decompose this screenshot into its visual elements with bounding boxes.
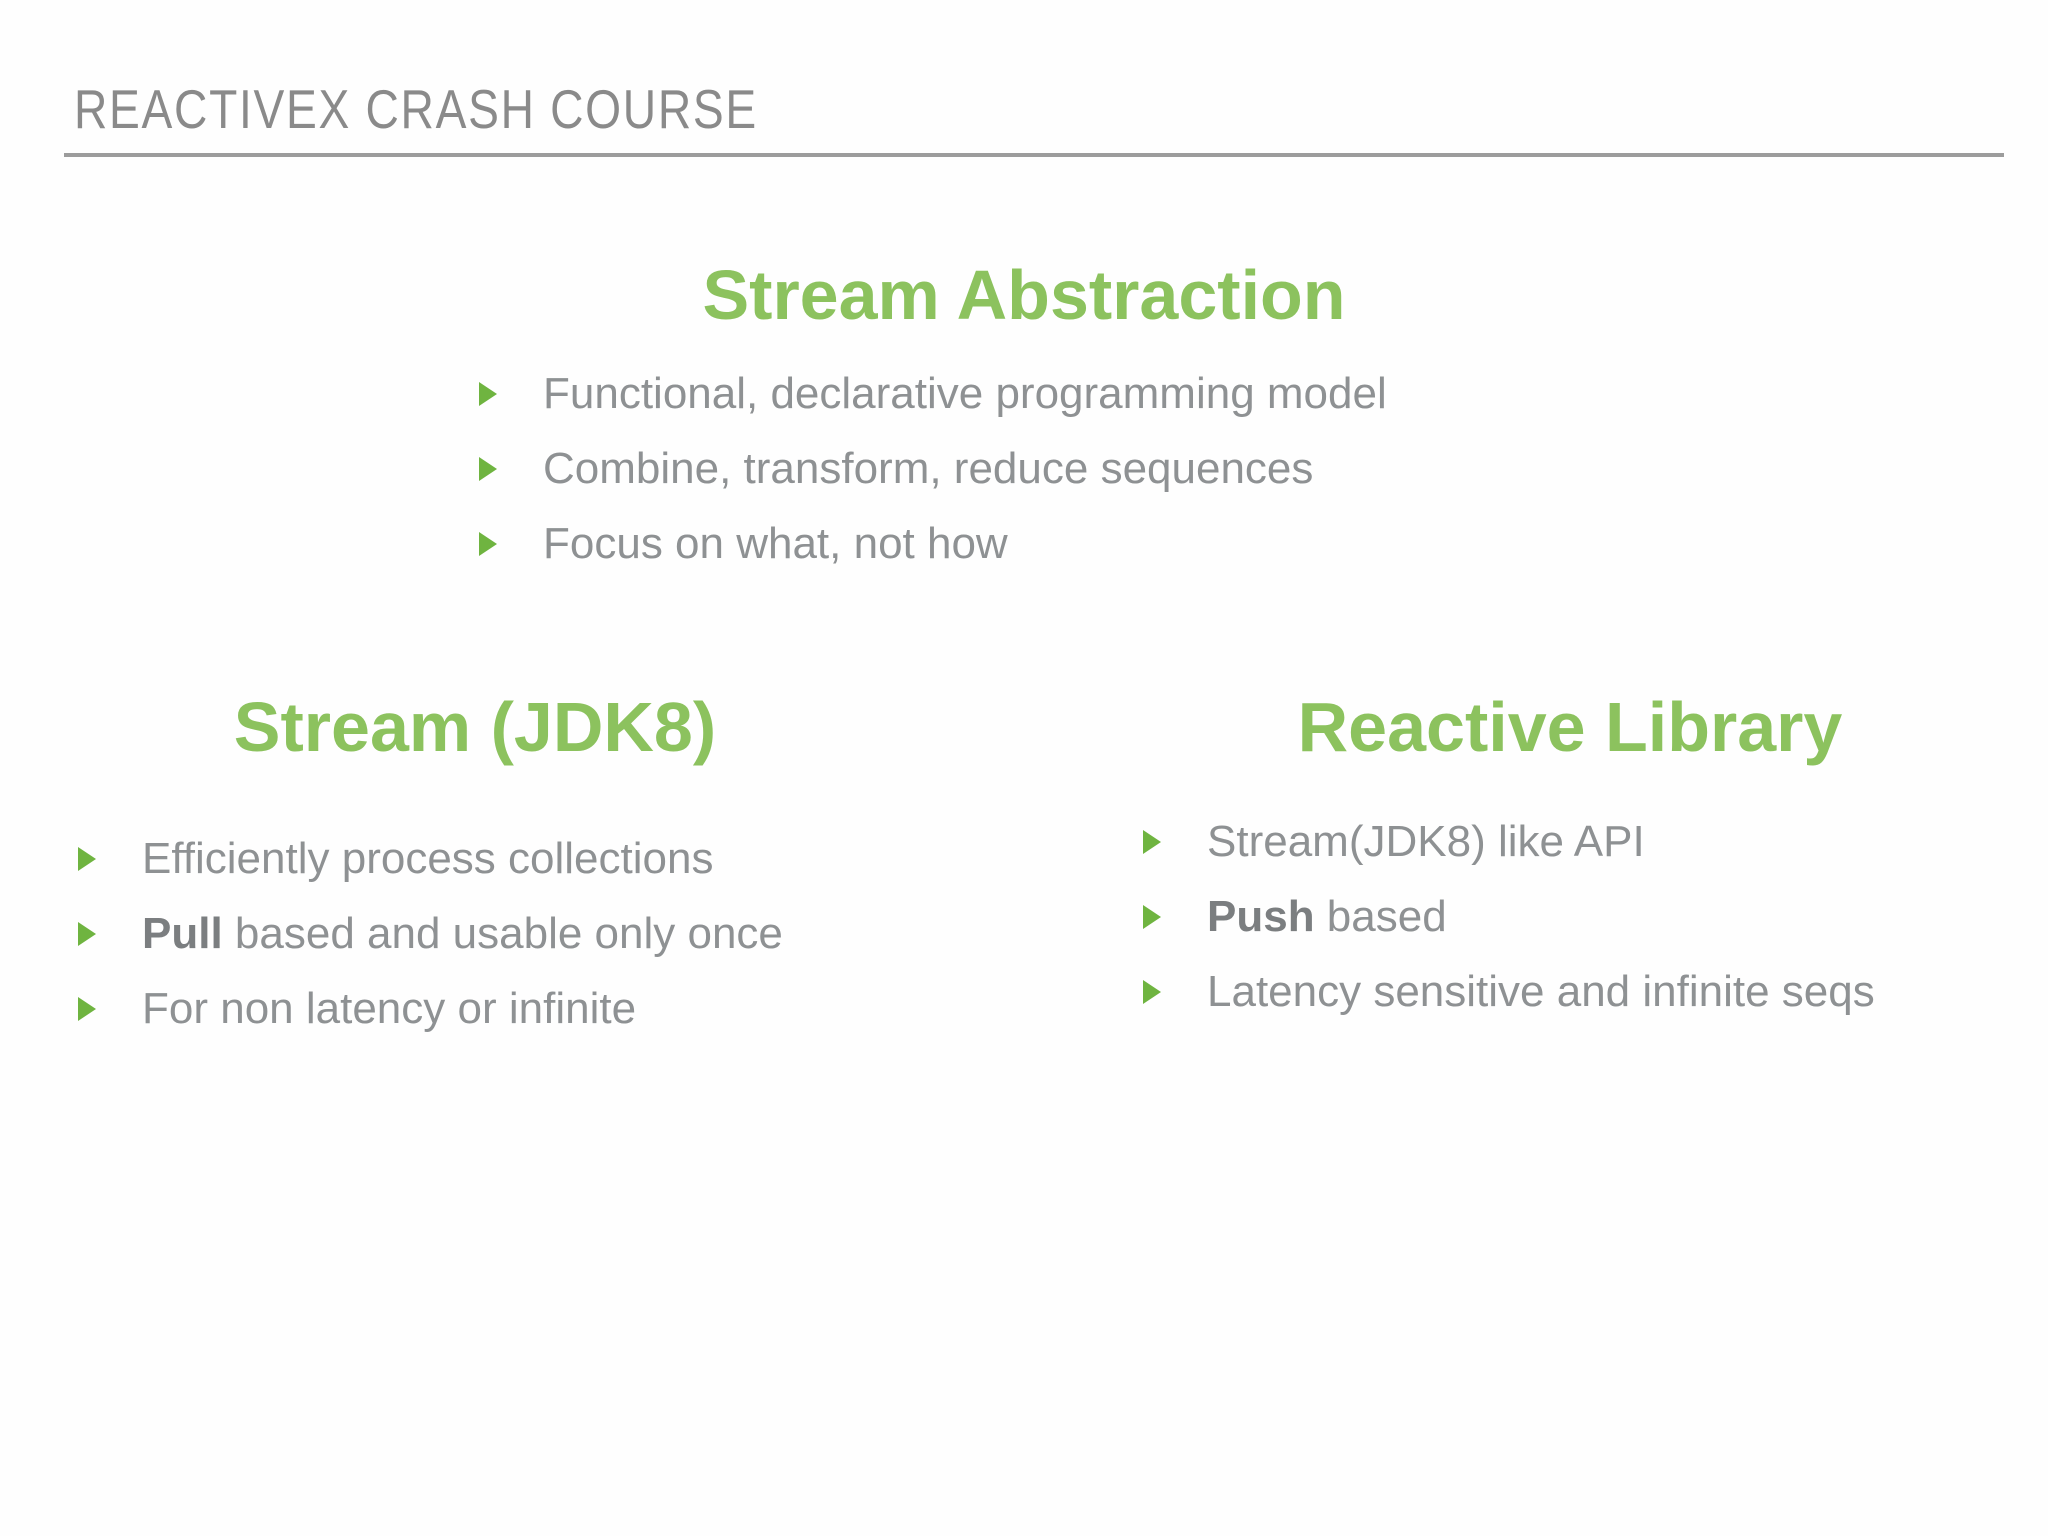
bullet-text-wrap: Pull based and usable only once: [142, 912, 783, 956]
bullet-text-wrap: Push based: [1207, 895, 1447, 939]
bullet-item: Stream(JDK8) like API: [1143, 820, 1875, 864]
header-divider: [64, 153, 2004, 157]
bullet-item: Pull based and usable only once: [78, 912, 783, 956]
bullet-triangle-icon: [479, 382, 497, 406]
bullet-bold: Push: [1207, 892, 1315, 941]
bullet-triangle-icon: [1143, 905, 1161, 929]
bullet-triangle-icon: [479, 532, 497, 556]
bullet-item: Focus on what, not how: [479, 522, 1387, 566]
bullet-text: Stream(JDK8) like API: [1207, 817, 1645, 866]
bullet-triangle-icon: [1143, 980, 1161, 1004]
bullet-text-wrap: Functional, declarative programming mode…: [543, 372, 1387, 416]
bullet-text: Focus on what, not how: [543, 519, 1008, 568]
bullet-text-wrap: Stream(JDK8) like API: [1207, 820, 1645, 864]
bullet-triangle-icon: [479, 457, 497, 481]
bullet-text-wrap: Latency sensitive and infinite seqs: [1207, 970, 1875, 1014]
bullet-text-wrap: Combine, transform, reduce sequences: [543, 447, 1313, 491]
bullet-item: Functional, declarative programming mode…: [479, 372, 1387, 416]
bullet-item: Combine, transform, reduce sequences: [479, 447, 1387, 491]
section-title-stream-jdk8: Stream (JDK8): [233, 688, 717, 766]
bullet-text-wrap: Efficiently process collections: [142, 837, 713, 881]
bullet-text: Latency sensitive and infinite seqs: [1207, 967, 1875, 1016]
bullet-triangle-icon: [78, 922, 96, 946]
bullet-text: Functional, declarative programming mode…: [543, 369, 1387, 418]
section-title-stream-abstraction: Stream Abstraction: [702, 256, 1346, 334]
slide-header-title: REACTIVEX CRASH COURSE: [74, 78, 758, 140]
bullet-text: Combine, transform, reduce sequences: [543, 444, 1314, 493]
bullet-list-stream-jdk8: Efficiently process collections Pull bas…: [78, 837, 783, 1062]
bullet-bold: Pull: [142, 909, 223, 958]
bullet-list-reactive-library: Stream(JDK8) like API Push based Latency…: [1143, 820, 1875, 1045]
bullet-item: For non latency or infinite: [78, 987, 783, 1031]
bullet-text: Efficiently process collections: [142, 834, 714, 883]
bullet-item: Efficiently process collections: [78, 837, 783, 881]
bullet-triangle-icon: [1143, 830, 1161, 854]
bullet-triangle-icon: [78, 997, 96, 1021]
section-title-reactive-library: Reactive Library: [1297, 688, 1843, 766]
bullet-list-stream-abstraction: Functional, declarative programming mode…: [479, 372, 1387, 597]
bullet-item: Push based: [1143, 895, 1875, 939]
bullet-text: based: [1314, 892, 1447, 941]
bullet-text: For non latency or infinite: [142, 984, 637, 1033]
bullet-text-wrap: Focus on what, not how: [543, 522, 1008, 566]
bullet-text: based and usable only once: [222, 909, 783, 958]
bullet-item: Latency sensitive and infinite seqs: [1143, 970, 1875, 1014]
bullet-text-wrap: For non latency or infinite: [142, 987, 636, 1031]
bullet-triangle-icon: [78, 847, 96, 871]
